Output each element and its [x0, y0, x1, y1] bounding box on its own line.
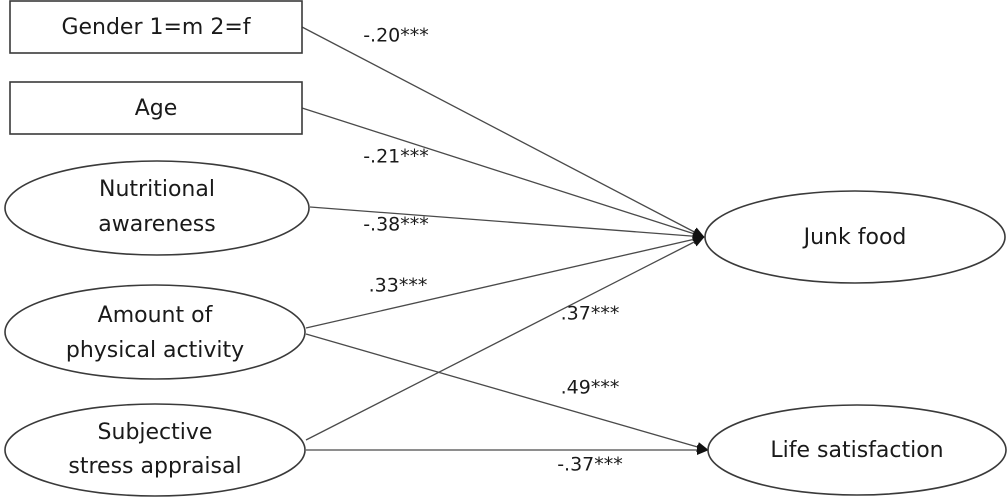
node-physical-activity: Amount of physical activity [4, 284, 306, 380]
node-stress: Subjective stress appraisal [4, 403, 306, 497]
node-junk-food: Junk food [704, 190, 1006, 284]
node-nutritional-awareness-line2: awareness [98, 212, 215, 237]
coef-stress-junk-food: .37*** [561, 303, 620, 325]
coefficients: -.20*** -.21*** -.38*** .33*** .37*** .4… [363, 25, 623, 476]
edge-physical-activity-junk-food [305, 234, 705, 329]
coef-nutritional-awareness-junk-food: -.38*** [363, 214, 429, 236]
node-nutritional-awareness: Nutritional awareness [4, 160, 310, 256]
node-physical-activity-line1: Amount of [98, 303, 214, 328]
node-nutritional-awareness-line1: Nutritional [99, 177, 215, 202]
edge-age-junk-food [301, 107, 705, 239]
coef-stress-life-satisfaction: -.37*** [557, 454, 623, 476]
node-stress-line2: stress appraisal [68, 454, 241, 479]
node-junk-food-label: Junk food [802, 225, 907, 250]
node-age: Age [9, 81, 303, 135]
node-age-label: Age [135, 96, 178, 121]
node-gender-label: Gender 1=m 2=f [61, 15, 251, 40]
edge-stress-junk-food [305, 236, 705, 441]
node-life-satisfaction-label: Life satisfaction [770, 438, 943, 463]
node-physical-activity-line2: physical activity [66, 338, 244, 363]
coef-gender-junk-food: -.20*** [363, 25, 429, 47]
edge-physical-activity-life-satisfaction [305, 333, 709, 452]
node-life-satisfaction: Life satisfaction [707, 404, 1007, 496]
coef-age-junk-food: -.21*** [363, 146, 429, 168]
node-stress-line1: Subjective [98, 420, 213, 445]
coef-physical-activity-life-satisfaction: .49*** [561, 377, 620, 399]
edges [301, 26, 709, 455]
edge-gender-junk-food [301, 26, 705, 238]
node-gender: Gender 1=m 2=f [9, 0, 303, 54]
coef-physical-activity-junk-food: .33*** [369, 275, 428, 297]
edge-nutritional-awareness-junk-food [309, 206, 705, 242]
